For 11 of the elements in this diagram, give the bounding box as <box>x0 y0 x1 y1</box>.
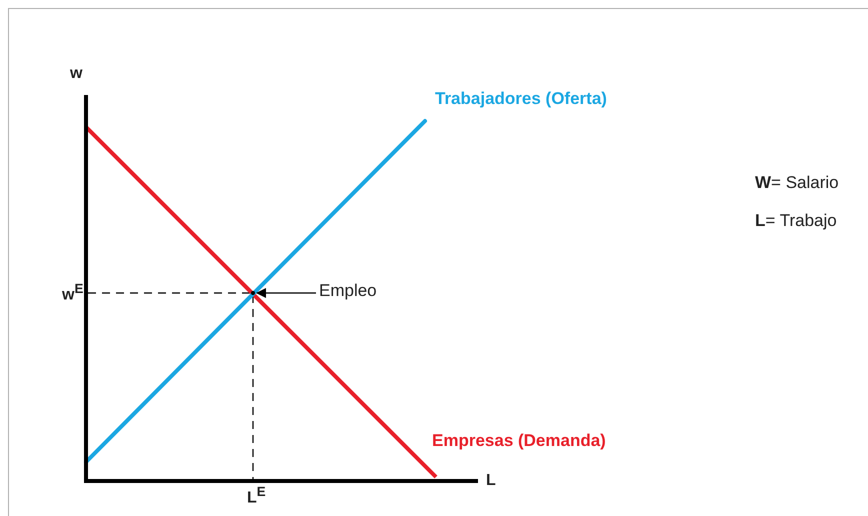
equilibrium-point <box>251 291 255 295</box>
legend-text: W= Salario <box>755 174 839 191</box>
axis-label: L <box>486 473 496 489</box>
axis-label: w <box>70 66 82 82</box>
curve-label: Empresas (Demanda) <box>432 432 606 449</box>
axis-label: w$^{E}$ <box>62 282 84 304</box>
leader-arrow <box>256 288 316 298</box>
curve-label: Trabajadores (Oferta) <box>435 90 607 107</box>
callout-text: Empleo <box>319 282 377 299</box>
legend-text: L= Trabajo <box>755 212 837 229</box>
axis-label: L$^{E}$ <box>247 485 266 506</box>
